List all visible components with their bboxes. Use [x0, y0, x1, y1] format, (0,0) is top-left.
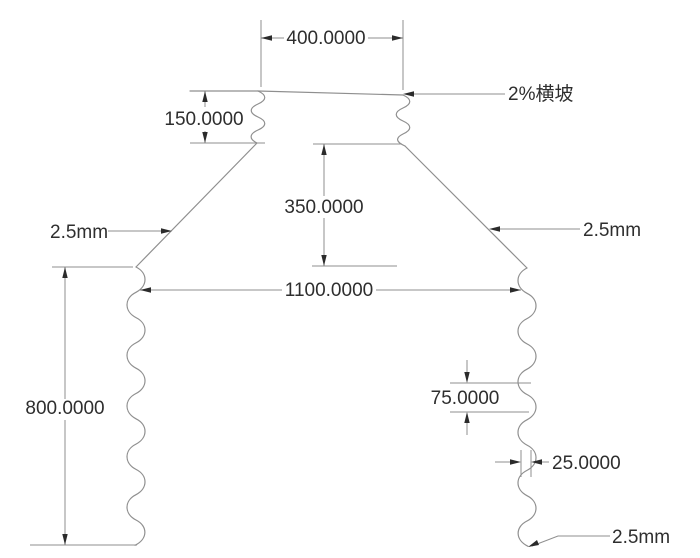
dim150-arrow-up	[202, 91, 208, 102]
dim400-arrow-left	[261, 35, 272, 41]
upper-right-slope-line	[404, 145, 528, 269]
object-outline	[126, 90, 537, 547]
dim25-arrow-right	[510, 459, 521, 465]
dim800-arrow-up	[62, 267, 68, 278]
neck-left-wavy-edge	[250, 90, 266, 144]
dim800-arrow-down	[62, 534, 68, 545]
dim-top-width-text: 400.0000	[286, 28, 365, 49]
dim75-arrow-up	[464, 412, 470, 423]
lower-left-wavy-edge	[126, 266, 146, 546]
cross-slope-label: 2%横坡	[508, 83, 573, 105]
dim-wave-pitch-text: 75.0000	[431, 388, 500, 409]
neck-right-wavy-edge	[395, 94, 411, 147]
leader-thickness-bottom-arrow	[528, 540, 539, 547]
dim1100-arrow-right	[510, 287, 521, 293]
leader-cross-slope-arrow	[403, 91, 414, 97]
leader-thickness-bottom	[531, 535, 610, 547]
dim-mid-height-text: 350.0000	[284, 197, 363, 218]
thickness-left-label: 2.5mm	[50, 222, 108, 243]
dim-wave-depth-text: 25.0000	[552, 453, 621, 474]
dim1100-arrow-left	[140, 287, 151, 293]
dimension-lines	[30, 20, 610, 547]
top-surface-line	[257, 90, 404, 96]
leader-thickness-right-arrow	[489, 226, 500, 232]
dim350-arrow-down	[321, 255, 327, 266]
dim-lower-height-text: 800.0000	[25, 398, 104, 419]
dim150-arrow-down	[202, 132, 208, 143]
leader-thickness-left-arrow	[161, 228, 172, 234]
upper-left-slope-line	[135, 142, 258, 268]
dimension-arrowheads	[62, 35, 542, 547]
dim-neck-height-text: 150.0000	[164, 109, 243, 130]
lower-right-wavy-edge	[517, 267, 537, 547]
dim75-arrow-down	[464, 372, 470, 383]
dim25-arrow-left	[531, 459, 542, 465]
thickness-bottom-label: 2.5mm	[612, 527, 670, 548]
thickness-right-label: 2.5mm	[583, 220, 641, 241]
dim-platform-width-text: 1100.0000	[285, 280, 373, 301]
dim400-arrow-right	[392, 35, 403, 41]
dim350-arrow-up	[321, 144, 327, 155]
